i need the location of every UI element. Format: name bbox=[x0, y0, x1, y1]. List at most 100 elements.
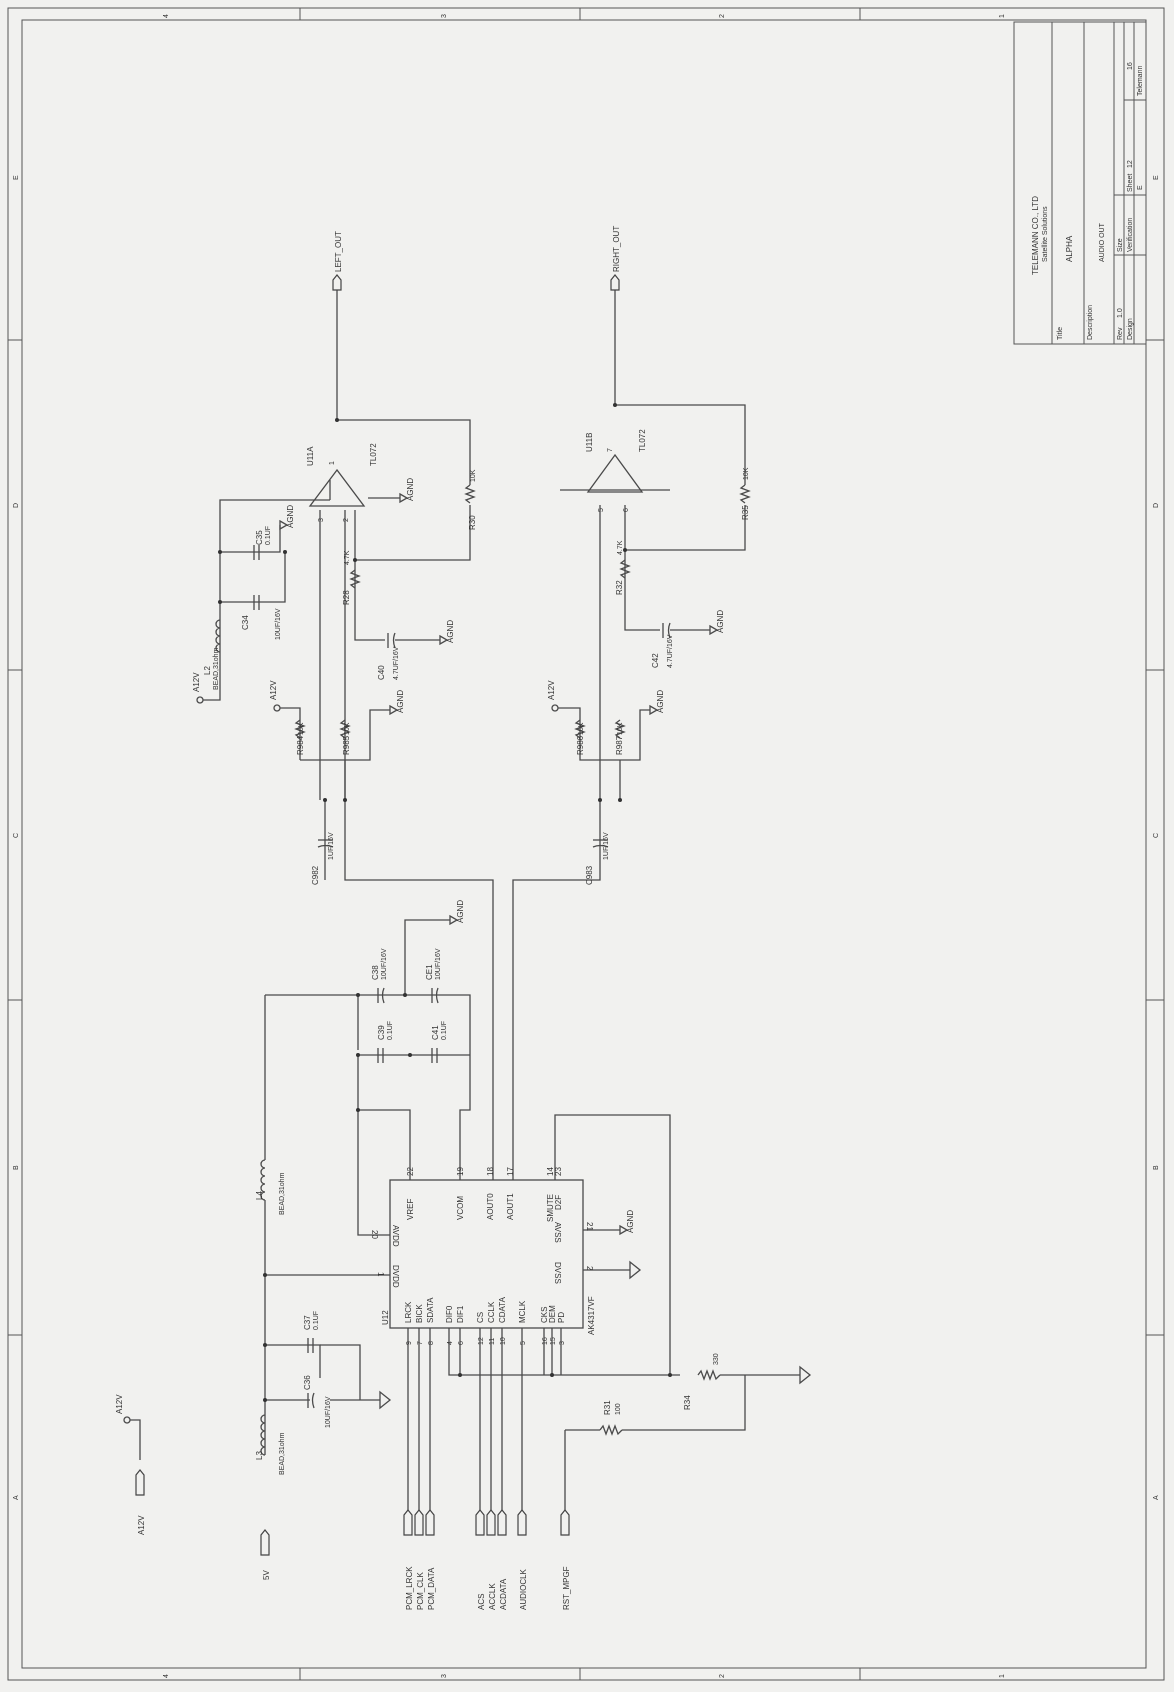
resistor-r987 bbox=[614, 719, 626, 739]
pin-name: BICK bbox=[415, 1304, 424, 1323]
port-label: PCM_CLK bbox=[416, 1572, 425, 1610]
agnd-symbol: AGND bbox=[389, 690, 405, 716]
component-c40-value: 4.7UF/16V bbox=[393, 646, 400, 680]
port-acclk[interactable]: ACCLK bbox=[486, 1509, 497, 1610]
component-r986-ref: R986 bbox=[576, 735, 585, 755]
port-acs[interactable]: ACS bbox=[475, 1509, 486, 1610]
power-label: AGND bbox=[286, 505, 295, 528]
port-audioclk[interactable]: AUDIOCLK bbox=[517, 1509, 528, 1610]
component-r28-value: 4.7K bbox=[344, 550, 351, 565]
pin-num: 4 bbox=[447, 1341, 454, 1345]
component-l3-ref: L3 bbox=[255, 1451, 264, 1460]
port-5v[interactable]: 5V bbox=[260, 1529, 271, 1580]
port-label: PCM_DATA bbox=[427, 1567, 436, 1610]
opamp-u11a-ref: U11A bbox=[306, 446, 315, 466]
description-label: Description bbox=[1087, 305, 1094, 340]
ic-pins-top: 22 VREF 19 VCOM 18 AOUT0 17 AOUT1 14 SMU… bbox=[406, 1167, 563, 1222]
port-label: RST_MPGF bbox=[562, 1566, 571, 1610]
inductor-l3 bbox=[260, 1414, 266, 1456]
zone-row-b-right: B bbox=[1153, 1165, 1160, 1170]
port-rst[interactable]: RST_MPGF bbox=[560, 1509, 571, 1610]
zone-col-1-bottom: 1 bbox=[999, 1674, 1006, 1678]
zone-row-c: C bbox=[13, 833, 20, 838]
component-r984-value: 10K bbox=[298, 722, 305, 735]
power-label: AGND bbox=[626, 1210, 635, 1233]
zone-row-b: B bbox=[13, 1165, 20, 1170]
component-ce1-ref: CE1 bbox=[425, 964, 434, 980]
power-label: A12V bbox=[269, 680, 278, 700]
pin-num: 18 bbox=[486, 1167, 495, 1176]
pin-name: SDATA bbox=[426, 1297, 435, 1323]
pin-num: 7 bbox=[607, 448, 614, 452]
component-r987-ref: R987 bbox=[615, 735, 624, 755]
component-r35-value: 10K bbox=[743, 467, 750, 480]
pin-num: 3 bbox=[559, 1341, 566, 1345]
pin-name: DVDD bbox=[391, 1265, 400, 1288]
capacitor-ce1 bbox=[431, 987, 439, 1004]
port-label: 5V bbox=[262, 1570, 271, 1580]
pin-num: 20 bbox=[370, 1230, 379, 1239]
port-label: ACDATA bbox=[499, 1578, 508, 1610]
capacitor-c39 bbox=[377, 1048, 384, 1063]
component-l4-value: BEAD,31ohm bbox=[279, 1172, 286, 1215]
component-l4-ref: L4 bbox=[255, 1191, 264, 1200]
inner-border bbox=[21, 19, 1147, 1669]
ic-ref: U12 bbox=[381, 1310, 390, 1325]
ic-pins-sides: AVDD 20 DVDD 1 AVSS 21 DVSS 2 bbox=[370, 1222, 594, 1288]
capacitors bbox=[253, 545, 671, 1409]
pin-name: DEM bbox=[548, 1305, 557, 1323]
port-label: ACCLK bbox=[488, 1583, 497, 1610]
pin-name: DVSS bbox=[553, 1262, 562, 1284]
zone-col-2-bottom: 2 bbox=[719, 1674, 726, 1678]
zone-row-e: E bbox=[13, 175, 20, 180]
power-label: AGND bbox=[716, 610, 725, 633]
pin-num: 23 bbox=[554, 1167, 563, 1176]
port-label: RIGHT_OUT bbox=[612, 226, 621, 272]
pin-num: 1 bbox=[329, 461, 336, 465]
pin-name: AOUT0 bbox=[486, 1193, 495, 1220]
zone-row-c-right: C bbox=[1153, 833, 1160, 838]
component-r31-ref: R31 bbox=[603, 1400, 612, 1415]
power-label: AGND bbox=[456, 900, 465, 923]
wires bbox=[130, 290, 800, 1510]
port-a12v[interactable]: A12V bbox=[135, 1469, 146, 1535]
resistors bbox=[294, 484, 751, 1436]
port-left-out[interactable]: LEFT_OUT bbox=[332, 231, 343, 291]
company-name: TELEMANN CO., LTD bbox=[1031, 196, 1040, 275]
resistor-r32 bbox=[619, 559, 631, 579]
pin-name: D2F bbox=[554, 1195, 563, 1210]
capacitor-c982 bbox=[317, 839, 334, 848]
component-ce1-value: 10UF/16V bbox=[435, 948, 442, 980]
port-right-out[interactable]: RIGHT_OUT bbox=[610, 226, 621, 291]
pin-num: 17 bbox=[506, 1167, 515, 1176]
pin-num: 1 bbox=[376, 1272, 385, 1277]
capacitor-c36 bbox=[307, 1392, 315, 1409]
component-r985-ref: R985 bbox=[342, 735, 351, 755]
pin-num: 2 bbox=[585, 1266, 594, 1271]
component-c983-ref: C983 bbox=[585, 865, 594, 885]
sheet-total: 16 bbox=[1127, 62, 1134, 70]
component-c38-value: 10UF/16V bbox=[381, 948, 388, 980]
component-r984-ref: R984 bbox=[296, 735, 305, 755]
capacitor-c34 bbox=[253, 595, 260, 610]
component-c37-ref: C37 bbox=[303, 1315, 312, 1330]
agnd-symbol: AGND bbox=[649, 690, 665, 716]
pin-name: CCLK bbox=[487, 1301, 496, 1323]
component-r986-value: 10K bbox=[578, 722, 585, 735]
capacitor-c983 bbox=[592, 839, 609, 848]
port-pcm-lrck[interactable]: PCM_LRCK bbox=[403, 1509, 414, 1610]
inductors bbox=[215, 619, 266, 1456]
port-label: PCM_LRCK bbox=[405, 1566, 414, 1610]
a12v-power: A12V bbox=[192, 672, 204, 704]
component-c36-value: 10UF/16V bbox=[325, 1396, 332, 1428]
agnd-symbol: AGND bbox=[709, 610, 725, 636]
component-c982-ref: C982 bbox=[311, 865, 320, 885]
port-acdata[interactable]: ACDATA bbox=[497, 1509, 508, 1610]
a12v-power: A12V bbox=[115, 1394, 131, 1424]
port-pcm-clk[interactable]: PCM_CLK bbox=[414, 1509, 425, 1610]
zone-row-a: A bbox=[13, 1495, 20, 1500]
resistor-r986 bbox=[574, 719, 586, 739]
port-pcm-data[interactable]: PCM_DATA bbox=[425, 1509, 436, 1610]
